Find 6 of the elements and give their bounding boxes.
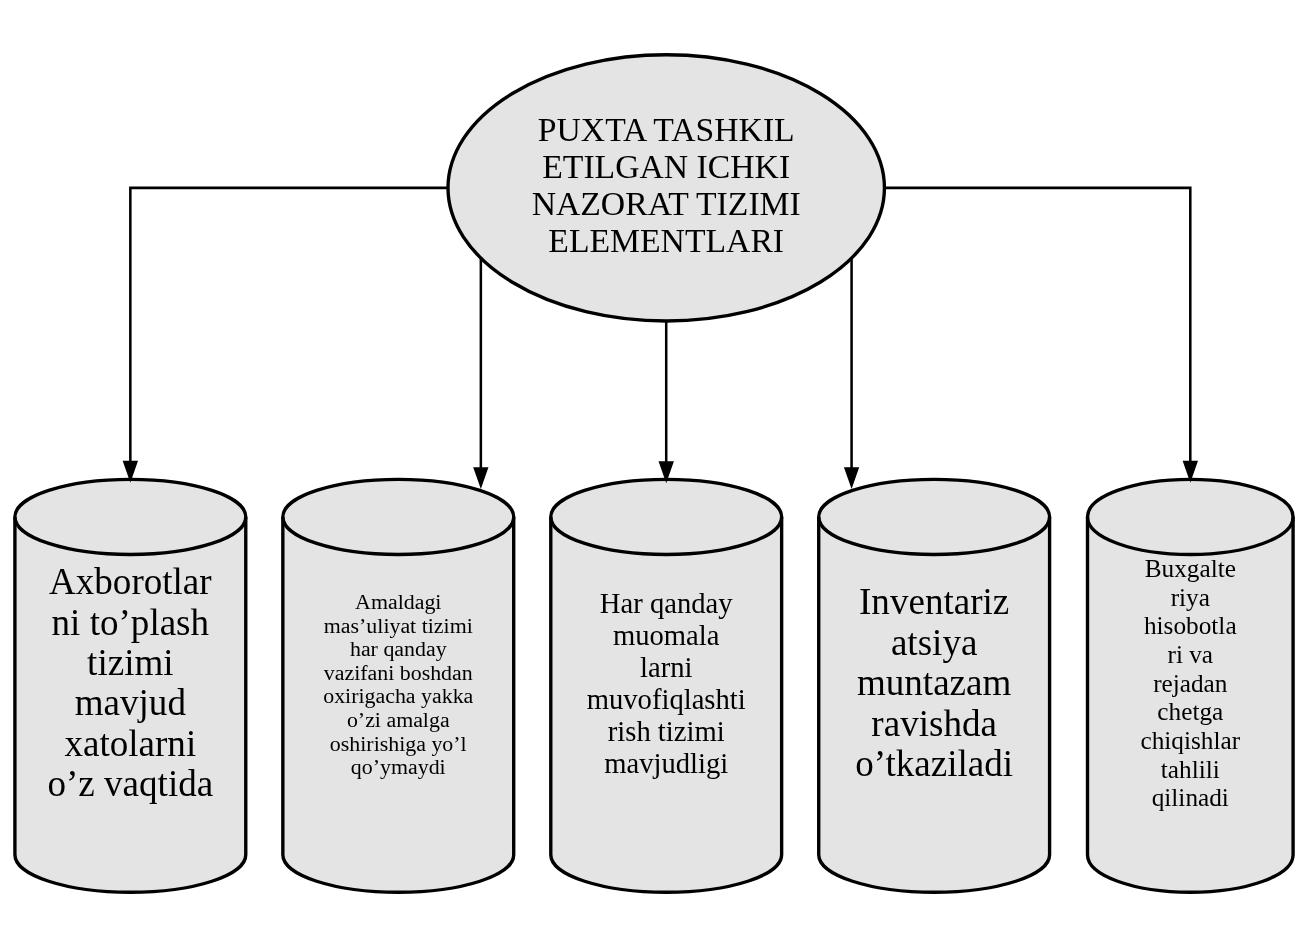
arrow (473, 257, 489, 489)
arrow (122, 186, 448, 483)
node-ellipse: PUXTA TASHKIL ETILGAN ICHKI NAZORAT TIZIMI ELEMENTLARI (446, 52, 887, 323)
arrow (658, 320, 674, 483)
arrow (884, 186, 1198, 483)
arrow (843, 257, 860, 489)
